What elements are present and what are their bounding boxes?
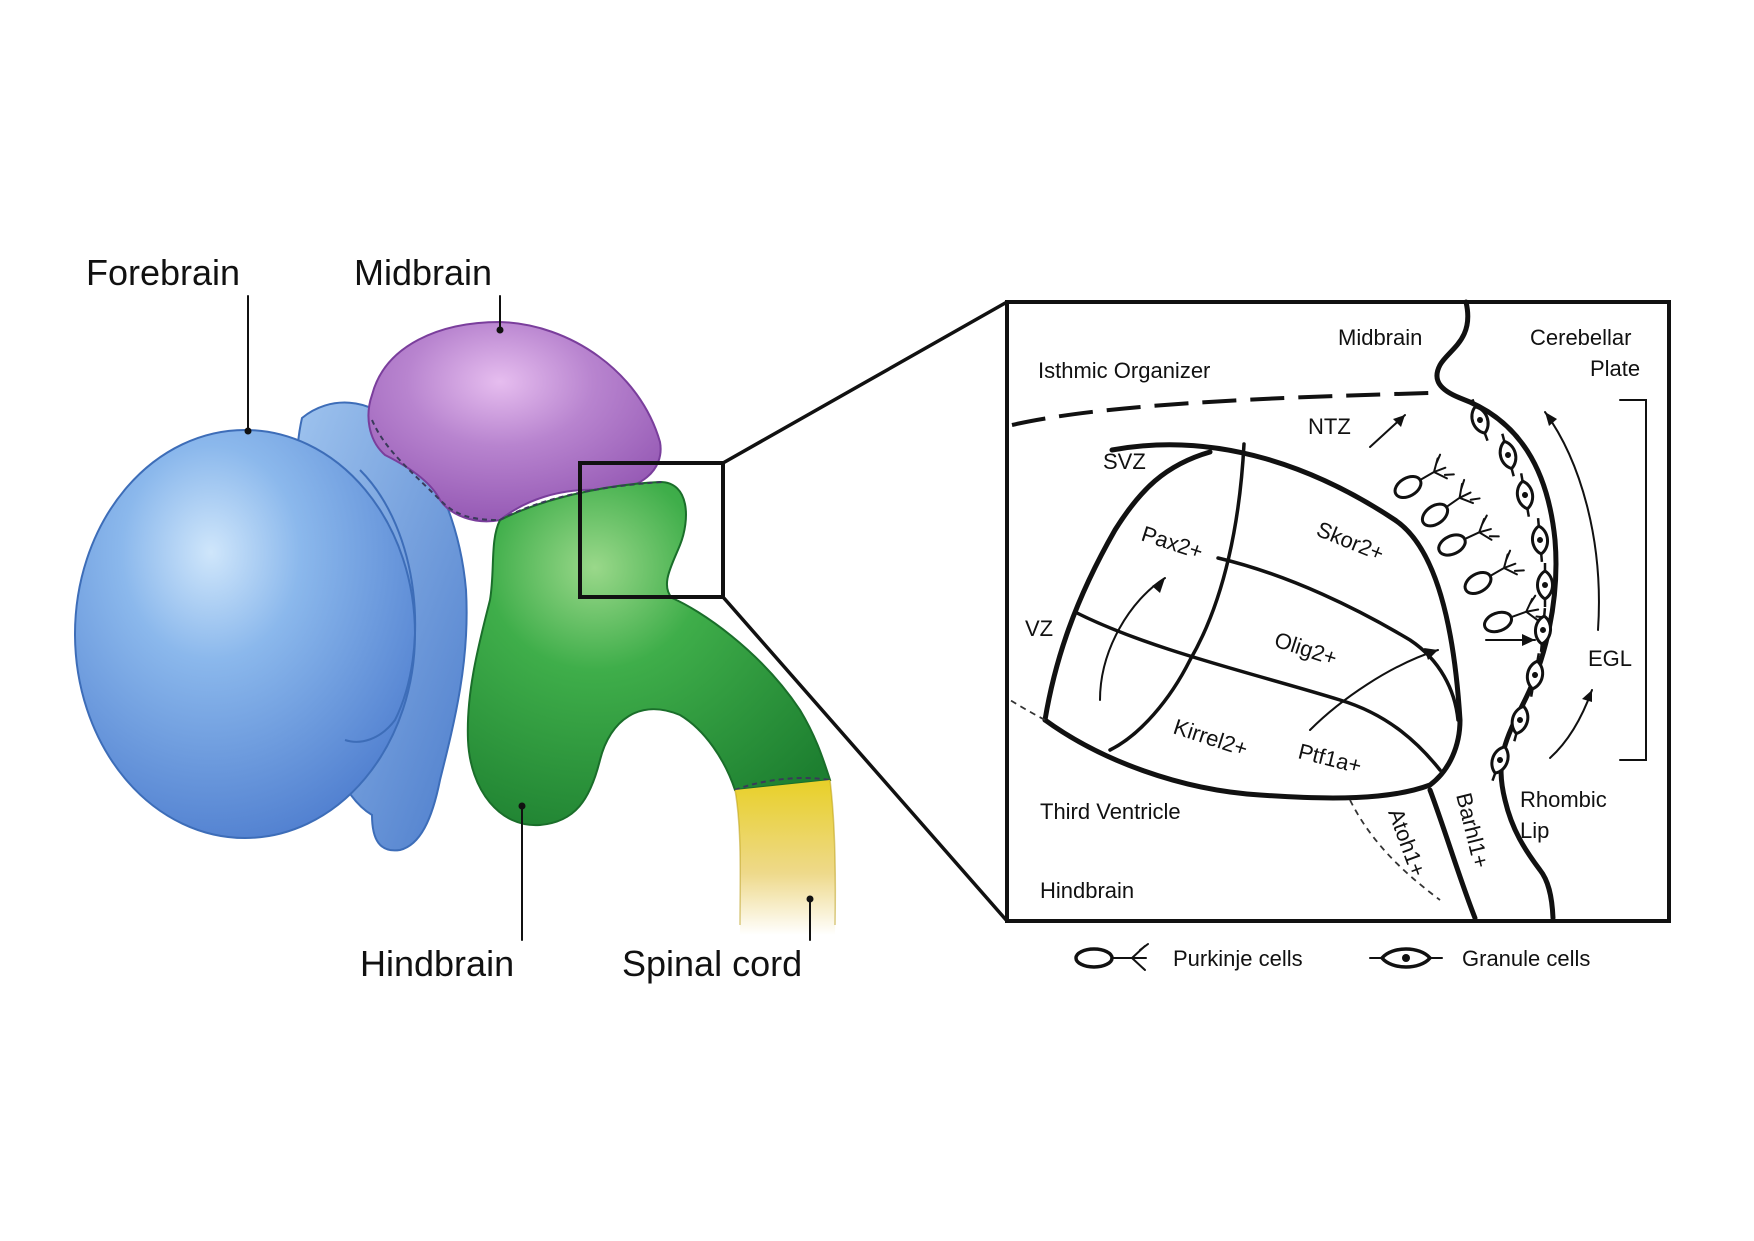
hindbrain-label: Hindbrain: [360, 943, 514, 984]
legend: Purkinje cells Granule cells: [1074, 943, 1590, 971]
purkinje-cell: [1482, 594, 1547, 634]
purkinje-cell: [1437, 514, 1500, 557]
brain-labels: Forebrain Midbrain Hindbrain Spinal cord: [86, 252, 814, 984]
inset-selection-box: [578, 461, 725, 599]
vz-line-1: [1073, 610, 1442, 772]
inset-midbrain-label: Midbrain: [1338, 325, 1422, 350]
cerebellum-inner-contour: [1042, 442, 1463, 801]
granule-cell: [1498, 433, 1518, 477]
hindbrain-shape: [466, 480, 832, 827]
inset-hindbrain-label: Hindbrain: [1040, 878, 1134, 903]
hindbrain-spinal-boundary: [734, 777, 831, 791]
inset-panel: Midbrain Cerebellar Plate Isthmic Organi…: [1005, 299, 1671, 971]
midbrain-hindbrain-boundary: [499, 481, 663, 521]
granule-cell: [1470, 398, 1490, 442]
granule-cell: [1525, 653, 1545, 697]
cerebellum-outer-contour: [1434, 299, 1559, 921]
purkinje-legend-label: Purkinje cells: [1173, 946, 1303, 971]
egl-bracket: [1619, 399, 1647, 761]
granule-cells: [1470, 398, 1554, 782]
granule-cell: [1510, 698, 1530, 742]
granule-cell: [1531, 517, 1549, 563]
purkinje-cell: [1420, 478, 1481, 528]
vertical-divider: [1108, 442, 1246, 752]
granule-cell: [1536, 563, 1554, 607]
granule-legend-label: Granule cells: [1462, 946, 1590, 971]
barhl1-line: [1427, 787, 1478, 921]
egl-label: EGL: [1588, 646, 1632, 671]
purkinje-cell: [1463, 549, 1525, 595]
rhombic-lip-label-2: Lip: [1520, 818, 1549, 843]
spinal-cord-label: Spinal cord: [622, 943, 802, 984]
rhombic-lip-label-1: Rhombic: [1520, 787, 1607, 812]
vz-dashed-tail: [1009, 699, 1046, 721]
purkinje-cells: [1393, 453, 1547, 634]
atoh1-dashed-line: [1349, 799, 1441, 901]
zoom-line-bottom: [721, 595, 1009, 923]
granule-cell: [1534, 607, 1552, 653]
purkinje-cell: [1393, 453, 1455, 499]
migration-arrows: [1099, 411, 1600, 759]
forebrain-label: Forebrain: [86, 252, 240, 293]
spinal-cord-shape: [735, 780, 836, 935]
svz-label: SVZ: [1103, 449, 1146, 474]
ntz-label: NTZ: [1308, 414, 1351, 439]
midbrain-label: Midbrain: [354, 252, 492, 293]
isthmic-boundary: [1011, 391, 1431, 427]
third-ventricle-label: Third Ventricle: [1040, 799, 1181, 824]
vz-line-2: [1216, 556, 1460, 722]
granule-cell: [1490, 738, 1510, 782]
isthmic-organizer-label: Isthmic Organizer: [1038, 358, 1210, 383]
forebrain-sphere: [74, 429, 416, 839]
embryonic-brain: [74, 320, 837, 935]
cerebellar-plate-label-1: Cerebellar: [1530, 325, 1632, 350]
forebrain-fold: [344, 469, 417, 743]
granule-cell: [1515, 473, 1535, 517]
vz-label: VZ: [1025, 616, 1053, 641]
svz-outline: [1042, 449, 1213, 723]
purkinje-legend-icon: [1074, 943, 1149, 971]
forebrain-midbrain-boundary: [371, 419, 501, 521]
zoom-line-top: [721, 300, 1009, 465]
cerebellar-plate-label-2: Plate: [1590, 356, 1640, 381]
granule-legend-icon: [1369, 947, 1443, 969]
